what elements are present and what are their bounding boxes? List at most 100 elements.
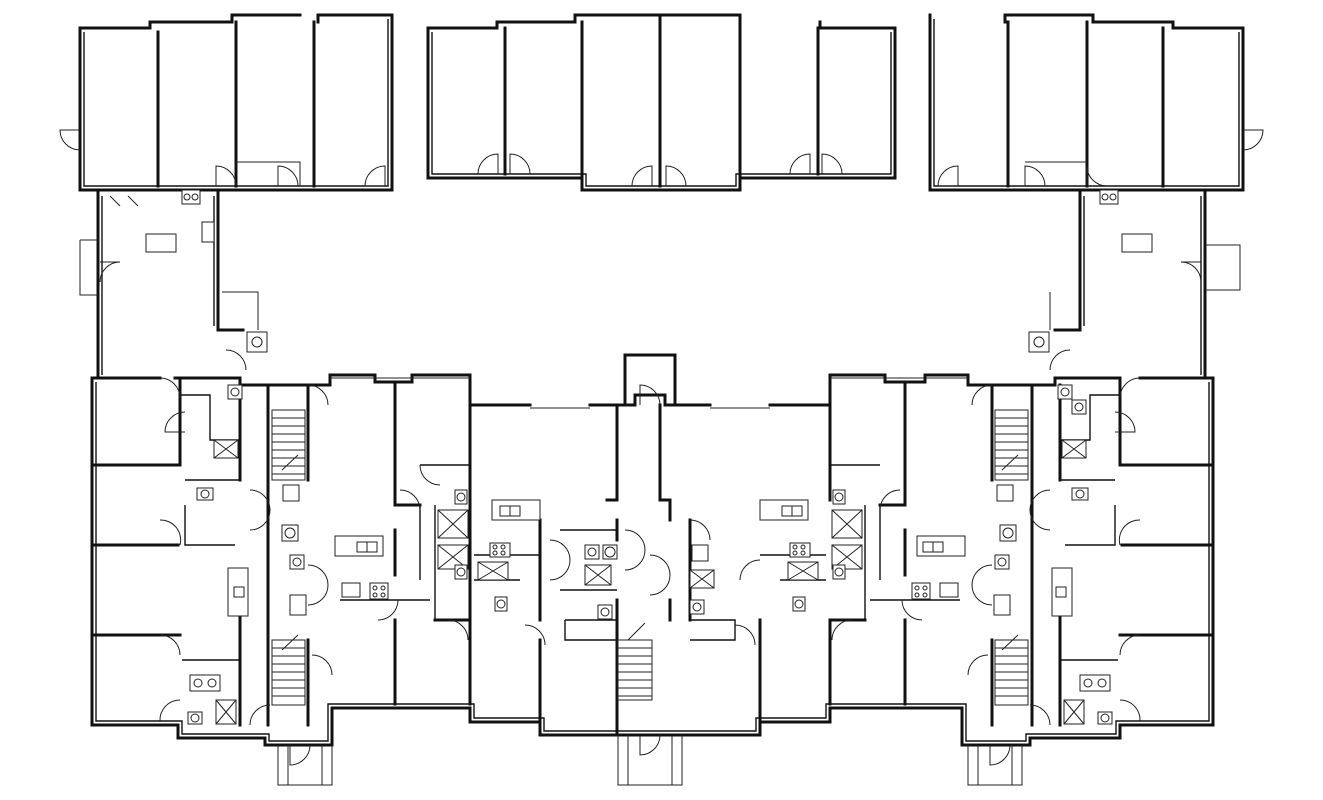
toilet-icon [1057,384,1073,400]
door-swing-icon [509,153,531,175]
sink-icon [189,674,221,692]
shower-icon [689,569,715,589]
center-garage-wing [426,13,897,192]
sink-icon [181,189,201,205]
door-swing-icon [639,734,661,756]
door-swing-icon [307,384,329,406]
stove-icon [789,542,811,558]
toilet-icon [832,489,846,505]
toilet-icon [227,384,243,400]
door-swing-icon [99,261,121,283]
sink-icon [499,505,521,517]
door-swing-icon [364,165,386,187]
door-swing-icon [831,619,853,641]
left-connector [79,188,268,377]
door-swing-icon [1242,129,1264,151]
shower-icon [787,561,819,581]
door-swing-icon [159,699,181,722]
right-garage-wing [928,13,1264,192]
sink-icon [1079,674,1111,692]
door-swing-icon [307,564,329,606]
door-swing-icon [665,165,687,187]
door-swing-icon [59,129,81,151]
door-swing-icon [989,744,1011,766]
toilet-icon [454,489,468,505]
stove-icon [369,582,389,600]
door-swing-icon [311,654,333,676]
sink-icon [1055,586,1067,598]
door-swing-icon [1086,165,1108,187]
door-swing-icon [215,165,237,187]
door-swing-icon [249,704,271,726]
door-swing-icon [689,519,711,541]
sink-icon [584,544,600,560]
shower-icon [1063,699,1085,725]
toilet-icon [1071,487,1089,501]
door-swing-icon [1119,699,1141,722]
shower-icon [831,509,863,539]
left-garage-wing [59,13,394,192]
toilet-icon [196,487,214,501]
door-swing-icon [971,564,993,606]
door-swing-icon [734,624,756,646]
sink-icon [922,541,944,553]
door-swing-icon [639,384,661,406]
right-connector [1028,188,1241,377]
stair-icon [271,634,306,706]
stair-icon [617,622,653,701]
door-swing-icon [277,165,299,187]
door-swing-icon [377,599,399,621]
toilet-icon [187,711,203,725]
sink-icon [781,505,803,517]
toilet-icon [597,604,613,620]
door-swing-icon [967,654,989,676]
shower-icon [477,561,509,581]
stair-icon [994,409,1029,481]
main-residential-block [90,353,1215,786]
sink-icon [1099,189,1119,205]
toilet-icon [246,331,268,353]
door-swing-icon [631,165,653,187]
door-swing-icon [1118,519,1141,546]
door-swing-icon [879,489,901,511]
sink-icon [691,544,709,562]
door-swing-icon [1024,165,1046,187]
toilet-icon [454,564,468,580]
toilet-icon [602,544,618,560]
door-swing-icon [1049,349,1071,371]
door-swing-icon [1029,489,1051,531]
shower-icon [584,564,612,586]
toilet-icon [792,596,806,612]
door-swing-icon [971,384,993,406]
door-swing-icon [477,153,499,175]
toilet-icon [1097,711,1113,725]
door-swing-icon [1119,634,1141,656]
door-swing-icon [1119,377,1141,399]
shower-icon [437,509,469,539]
stove-icon [911,582,931,600]
sink-icon [356,541,378,553]
door-swing-icon [524,624,546,646]
door-swing-icon [1180,261,1202,283]
shower-icon [1061,439,1087,459]
door-swing-icon [419,464,441,486]
door-swing-icon [1029,704,1051,726]
door-swing-icon [549,539,571,581]
toilet-icon [832,564,846,580]
door-swing-icon [159,634,181,656]
stove-icon [489,542,511,558]
toilet-icon [1028,331,1050,353]
door-swing-icon [1114,411,1136,433]
door-swing-icon [937,165,959,187]
toilet-icon [494,596,508,612]
door-swing-icon [399,489,421,511]
shower-icon [213,439,239,459]
door-swing-icon [225,349,247,371]
sink-icon [233,586,245,598]
door-swing-icon [289,744,311,766]
door-swing-icon [249,489,271,531]
door-swing-icon [901,599,923,621]
door-swing-icon [109,195,139,207]
stair-icon [271,409,306,481]
